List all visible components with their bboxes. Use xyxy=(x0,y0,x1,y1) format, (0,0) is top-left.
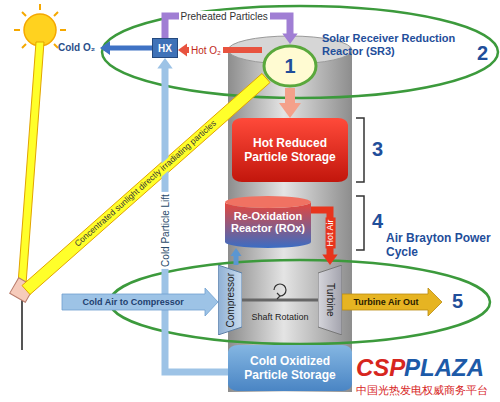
stream-label: Cold O₂ xyxy=(58,42,95,54)
callout-number: 2 xyxy=(477,42,488,65)
flow-connector xyxy=(157,58,228,372)
flow-line xyxy=(242,299,318,302)
flow-label: Turbine Air Out xyxy=(352,297,421,307)
turbine-out-arrow xyxy=(342,288,442,316)
rotation-symbol xyxy=(274,284,286,299)
flow-connector xyxy=(242,300,318,301)
flow-connector xyxy=(311,210,338,265)
turbine-symbol: Turbine xyxy=(318,265,342,335)
arrowhead xyxy=(322,255,337,266)
component-title: Solar Receiver Reduction Reactor (SR3) xyxy=(322,32,472,57)
heat-exchanger: HX xyxy=(152,38,178,58)
connector-label: Hot O₂ xyxy=(189,45,223,56)
flow-connector xyxy=(279,88,301,118)
cold-o2-arrow xyxy=(100,41,152,55)
compressor-symbol: Compressor xyxy=(218,265,242,335)
flow-label: Cold Air to Compressor xyxy=(81,297,186,307)
receiver-ring xyxy=(102,6,498,98)
watermark: CSP xyxy=(356,354,405,382)
watermark: PLAZA xyxy=(404,354,484,382)
arrowhead xyxy=(178,43,187,56)
reactor-cylinder: Re-Oxidation Reactor (ROx) xyxy=(225,196,311,248)
node-text: 1 xyxy=(284,55,295,78)
arrowhead xyxy=(282,34,297,45)
node-text: Turbine xyxy=(325,283,336,317)
storage-tank: Hot Reduced Particle Storage xyxy=(232,118,348,182)
beam-label: Concentrated sunlight directly irradiati… xyxy=(72,117,221,250)
connector-label: Shaft Rotation xyxy=(250,313,311,323)
node-text: Re-Oxidation Reactor (ROx) xyxy=(225,210,311,234)
watermark: 中国光热发电权威商务平台 xyxy=(356,384,488,396)
node-text: HX xyxy=(158,43,172,54)
callout-number: 4 xyxy=(372,210,383,233)
node-text: Hot Reduced Particle Storage xyxy=(236,136,344,164)
flow-line xyxy=(234,255,239,265)
sun-beam xyxy=(18,42,44,284)
connector-label: Preheated Particles xyxy=(179,11,270,22)
bracket xyxy=(356,118,364,182)
callout-number: 5 xyxy=(452,290,463,313)
storage-tank: Cold Oxidized Particle Storage xyxy=(228,345,352,391)
arrowhead xyxy=(231,248,242,256)
connector-label: Cold Particle Lift xyxy=(159,192,170,269)
bracket xyxy=(356,196,364,250)
callout-number: 3 xyxy=(372,138,383,161)
cycle-title: Air Brayton Power Cycle xyxy=(386,232,496,260)
flow-line xyxy=(285,88,295,104)
arrowhead xyxy=(279,103,301,118)
node-text: Cold Oxidized Particle Storage xyxy=(232,354,348,382)
flow-connector xyxy=(231,248,242,265)
cold-air-arrow xyxy=(62,288,218,316)
receiver-aperture: 1 xyxy=(262,44,318,88)
concentrated-beam xyxy=(22,74,270,295)
arrowhead xyxy=(157,58,172,69)
heliostat-pole xyxy=(21,296,23,350)
flow-connector xyxy=(178,43,262,56)
node-text: Compressor xyxy=(225,273,236,327)
connector-label: Hot Air xyxy=(325,217,335,248)
